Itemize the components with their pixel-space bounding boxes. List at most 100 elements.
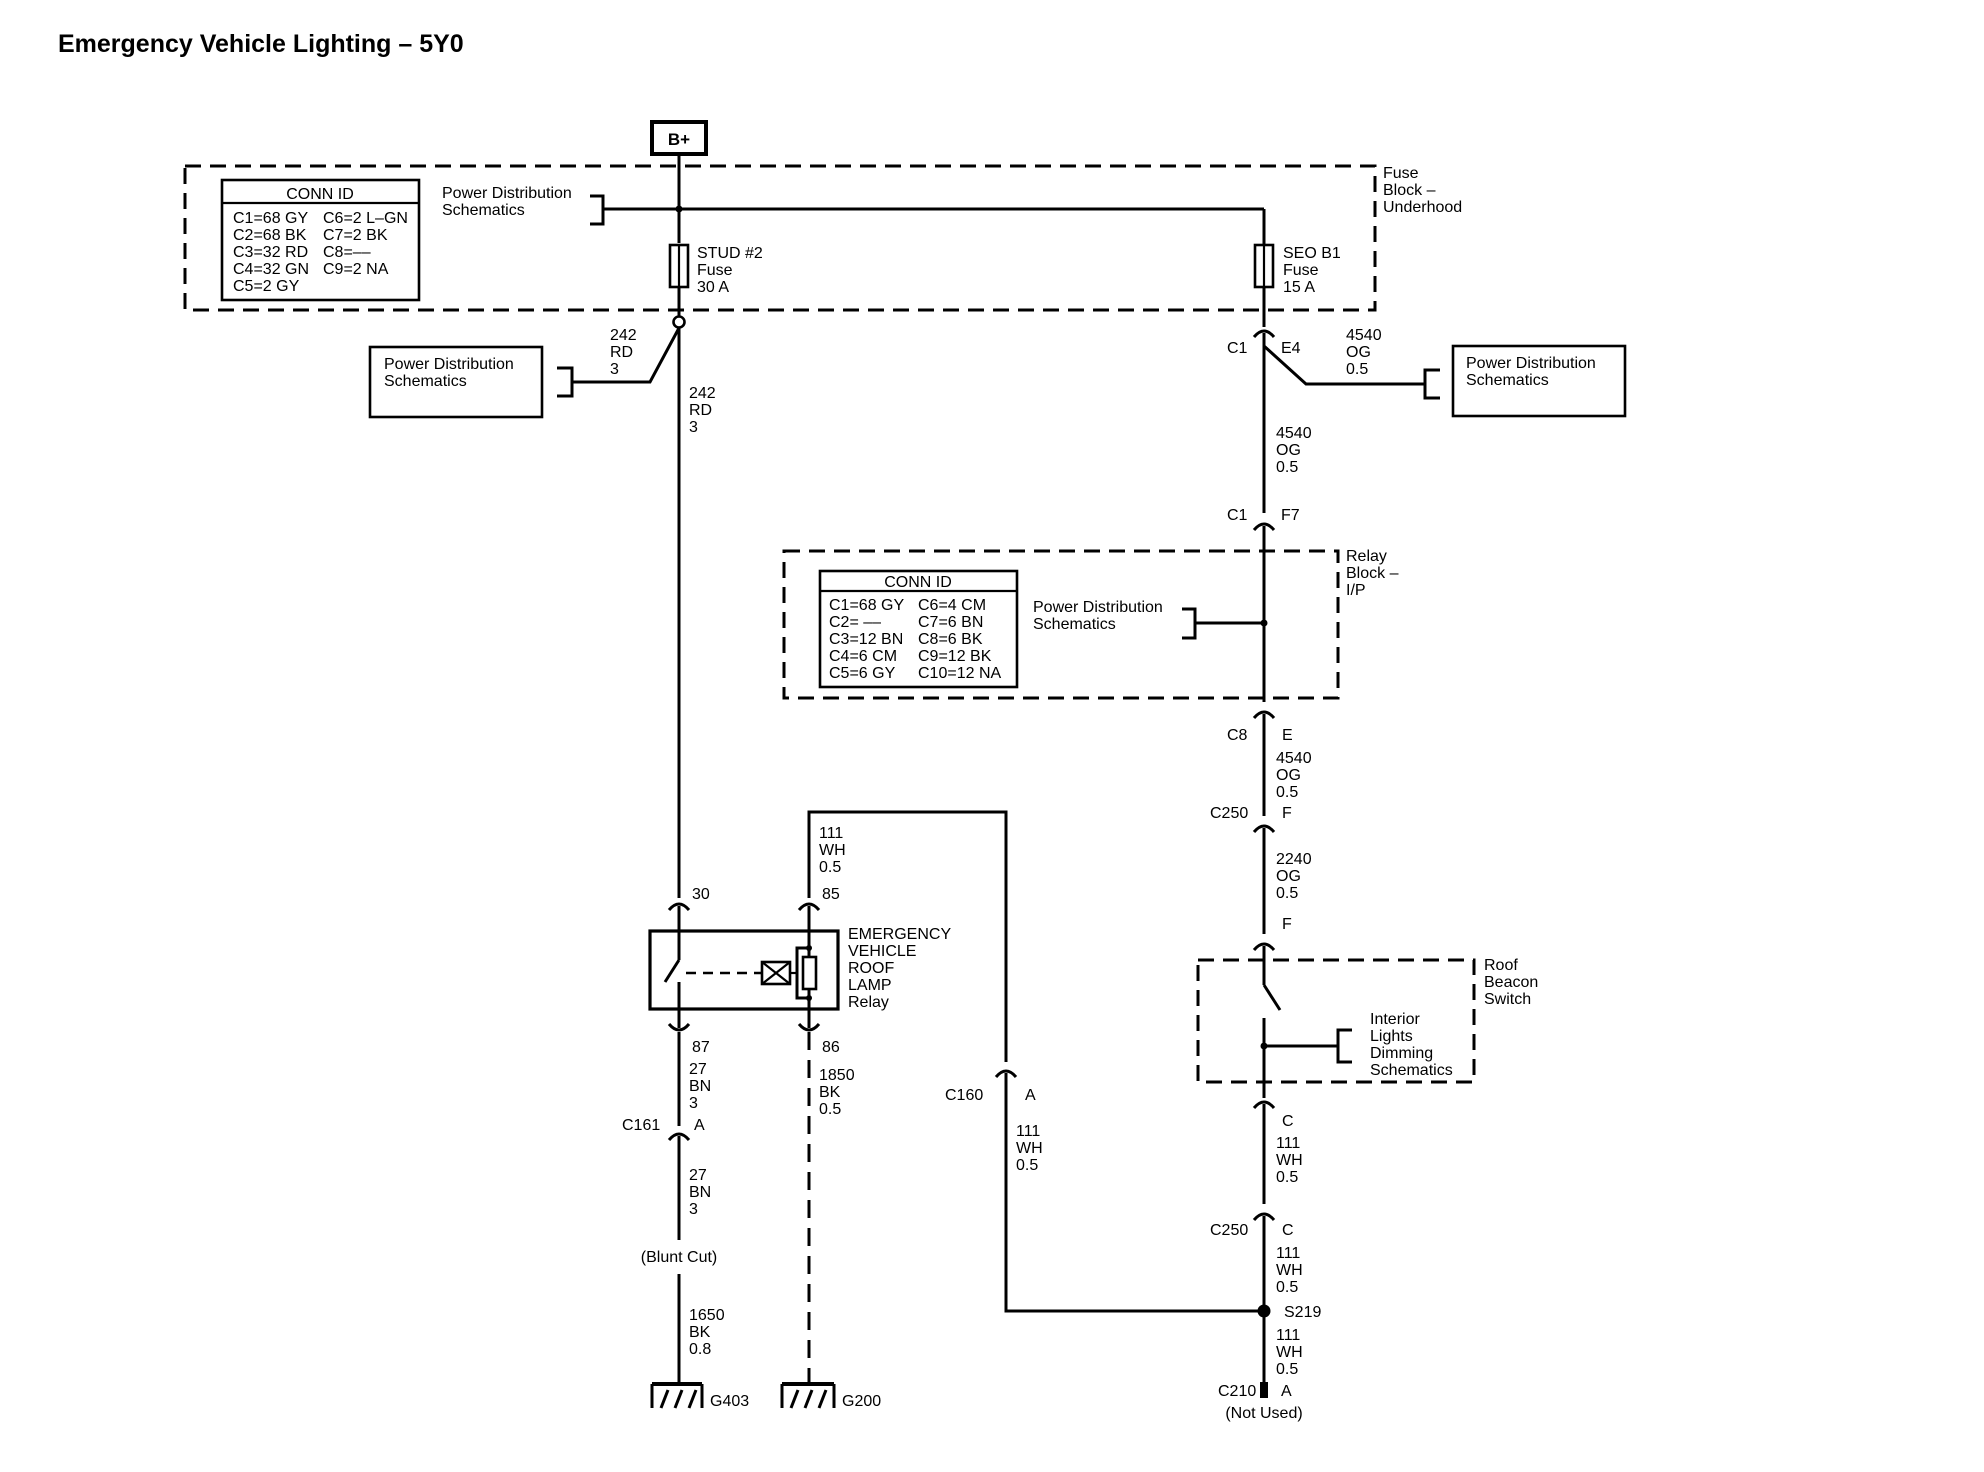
label-roof-beacon-switch-interior-lines-0: Interior [1370,1011,1420,1028]
label-relay-wire-1650-2: 0.8 [689,1341,711,1358]
label-relay-block-name-lines-1: Block – [1346,565,1399,582]
label-right-circuit-e4-label: E4 [1281,340,1301,357]
wire-242-main-label: 242 RD 3 [689,385,716,436]
label-right-circuit-wire-4540-0: 4540 [1276,425,1312,442]
label-fuse-block-power-dist-lines-0: Power Distribution [442,185,572,202]
label-right-circuit-wire-4540-2: 0.5 [1276,459,1298,476]
label-relay-pin85: 85 [822,886,840,903]
label-relay-block-c8-label: C8 [1227,727,1248,744]
label-relay-wire-1850-2: 0.5 [819,1101,841,1118]
label-right-circuit-c1-f7-left: C1 [1227,507,1248,524]
label-right-circuit-wire-4540-1: OG [1276,442,1301,459]
label-right-circuit-branch-wire-2: 0.5 [1346,361,1368,378]
label-relay-wire-1850-0: 1850 [819,1067,855,1084]
relay-block-ip-outline [782,549,1340,700]
emergency-vehicle-roof-lamp-relay [648,902,840,1032]
label-relay-name-lines-2: ROOF [848,960,894,977]
label-roof-beacon-switch-wire-111-b-2: 0.5 [1276,1279,1298,1296]
label-relay-block-wire-after-1: OG [1276,767,1301,784]
label-left-circuit-main-wire-1: RD [689,402,712,419]
label-relay-g200: G200 [842,1393,881,1410]
label-relay-g403: G403 [710,1393,749,1410]
label-relay-name-lines-4: Relay [848,994,889,1011]
wire-242-branch-label: 242 RD 3 [610,327,637,378]
right-power-dist-ref: Power Distribution Schematics [1412,344,1627,418]
label-left-circuit-branch-wire-0: 242 [610,327,637,344]
label-relay-block-conn-id-rows-4-0: C5=6 GY [829,665,896,682]
label-fuse-block-fuse-seo-b1-0: SEO B1 [1283,245,1341,262]
label-right-circuit-c1-f7-right: F7 [1281,507,1300,524]
label-relay-block-conn-id-rows-1-1: C7=6 BN [918,614,983,631]
label-roof-beacon-switch-interior-lines-3: Schematics [1370,1062,1453,1079]
label-relay-pin30: 30 [692,886,710,903]
wire-111-c160-label: 111 WH 0.5 [1016,1123,1043,1174]
label-relay-block-conn-id-rows-0-0: C1=68 GY [829,597,904,614]
label-fuse-block-conn-id-rows-1-0: C2=68 BK [233,227,307,244]
label-left-circuit-power-dist-lines-1: Schematics [384,373,467,390]
label-roof-beacon-switch-wire-111-b-1: WH [1276,1262,1303,1279]
label-left-circuit-main-wire-0: 242 [689,385,716,402]
relay-block-conn-id-header: CONN ID [884,574,952,591]
label-fuse-block-conn-id-rows-0-1: C6=2 L–GN [323,210,408,227]
label-relay-block-e-label: E [1282,727,1293,744]
label-roof-beacon-switch-c-label: C [1282,1113,1294,1130]
label-right-circuit-branch-wire-1: OG [1346,344,1371,361]
label-relay-block-conn-id-rows-3-0: C4=6 CM [829,648,897,665]
label-relay-wire-27-a-2: 3 [689,1095,698,1112]
label-relay-wire-1650-0: 1650 [689,1307,725,1324]
label-relay-pin86: 86 [822,1039,840,1056]
label-roof-beacon-switch-s219: S219 [1284,1304,1321,1321]
label-relay-block-conn-id-rows-0-1: C6=4 CM [918,597,986,614]
c210-terminal [1260,1382,1268,1398]
label-roof-beacon-switch-wire-111-c-0: 111 [1276,1327,1300,1344]
wire-1650-label: 1650 BK 0.8 [689,1307,725,1358]
label-relay-c160-label: C160 [945,1087,983,1104]
label-roof-beacon-switch-wire-111-c-1: WH [1276,1344,1303,1361]
label-relay-wire-111-c160-0: 111 [1016,1123,1040,1140]
wire-2240-label: 2240 OG 0.5 [1276,851,1312,902]
label-relay-wire-27-b-1: BN [689,1184,711,1201]
label-roof-beacon-switch-wire-111-c-2: 0.5 [1276,1361,1298,1378]
wire-111-relay-top-label: 111 WH 0.5 [819,825,846,876]
label-relay-block-name-lines-0: Relay [1346,548,1387,565]
label-relay-wire-111-c160-1: WH [1016,1140,1043,1157]
label-fuse-block-fuse-stud2-1: Fuse [697,262,733,279]
label-relay-block-conn-id-rows-1-0: C2= –– [829,614,881,631]
relay-block-name: Relay Block – I/P [1346,548,1399,599]
label-roof-beacon-switch-name-lines-0: Roof [1484,957,1518,974]
label-relay-name-lines-0: EMERGENCY [848,926,951,943]
fuse-block-name: Fuse Block – Underhood [1383,165,1462,216]
label-relay-block-conn-id-rows-4-1: C10=12 NA [918,665,1001,682]
left-power-dist-ref: Power Distribution Schematics [368,327,681,419]
label-relay-block-conn-id-rows-3-1: C9=12 BK [918,648,992,665]
label-fuse-block-fuse-seo-b1-1: Fuse [1283,262,1319,279]
label-relay-name-lines-3: LAMP [848,977,892,994]
label-relay-wire-111-top-0: 111 [819,825,843,842]
label-relay-blunt-cut: (Blunt Cut) [641,1249,717,1266]
label-roof-beacon-switch-name-lines-1: Beacon [1484,974,1538,991]
wire-111-c250-label: 111 WH 0.5 [1276,1245,1303,1296]
conn-id-header: CONN ID [286,186,354,203]
label-fuse-block-power-dist-lines-1: Schematics [442,202,525,219]
label-relay-wire-1650-1: BK [689,1324,711,1341]
label-fuse-block-conn-id-rows-1-1: C7=2 BK [323,227,388,244]
label-roof-beacon-switch-c-label2: C [1282,1222,1294,1239]
label-fuse-block-conn-id-rows-0-0: C1=68 GY [233,210,308,227]
label-roof-beacon-switch-c210-label: C210 [1218,1383,1256,1400]
b-plus-source: B+ [650,120,708,156]
fuse-seo-b1: SEO B1 Fuse 15 A [1253,243,1341,296]
label-roof-beacon-switch-c210-pin: A [1281,1383,1292,1400]
diagram-title: Emergency Vehicle Lighting – 5Y0 [58,30,464,58]
label-roof-beacon-switch-wire-111-a-1: WH [1276,1152,1303,1169]
label-relay-block-power-dist-lines-0: Power Distribution [1033,599,1163,616]
relay-block-power-dist-ref: Power Distribution Schematics [1033,599,1268,640]
label-relay-wire-111-top-1: WH [819,842,846,859]
label-roof-beacon-switch-name-lines-2: Switch [1484,991,1531,1008]
label-left-circuit-branch-wire-2: 3 [610,361,619,378]
label-roof-beacon-switch-wire-111-b-0: 111 [1276,1245,1300,1262]
label-relay-c161-label: C161 [622,1117,660,1134]
label-fuse-block-conn-id-rows-2-1: C8=–– [323,244,371,261]
relay-block-conn-id-table: CONN ID C1=68 GY C6=4 CM C2= –– C7=6 BN … [818,569,1019,689]
label-roof-beacon-switch-not-used: (Not Used) [1225,1405,1302,1422]
